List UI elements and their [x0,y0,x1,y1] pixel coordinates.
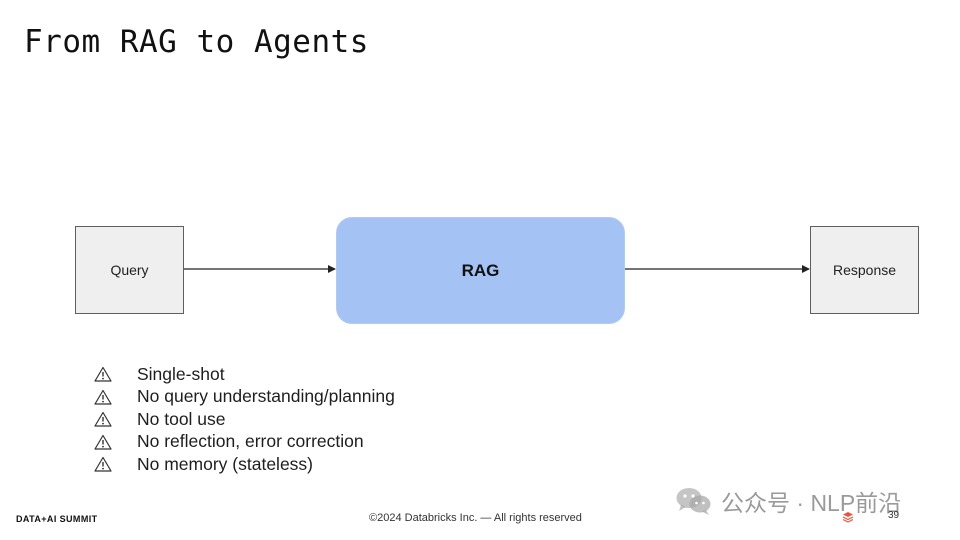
databricks-logo-icon [842,512,854,523]
response-node-label: Response [832,262,897,278]
limitation-text: Single-shot [137,363,225,384]
footer-brand-logo: DATA+AI SUMMIT [16,514,98,524]
response-node: Response [810,226,919,314]
rag-node: RAG [336,217,625,324]
limitation-text: No query understanding/planning [137,386,395,407]
warning-icon [94,412,112,427]
watermark-text: 公众号 · NLP前沿 [721,490,902,516]
list-item: No memory (stateless) [94,453,395,476]
warning-icon [94,389,112,405]
list-item: No query understanding/planning [94,386,395,409]
limitation-text: No reflection, error correction [137,431,364,452]
list-item: Single-shot [94,363,395,386]
page-number: 39 [888,510,900,521]
warning-icon [94,434,112,450]
limitation-text: No tool use [137,408,226,429]
warning-icon [94,367,112,382]
limitation-text: No memory (stateless) [137,453,314,474]
rag-node-label: RAG [461,260,500,280]
list-item: No tool use [94,408,395,431]
watermark: 公众号 · NLP前沿 [675,484,901,518]
list-item: No reflection, error correction [94,431,395,454]
footer-copyright: ©2024 Databricks Inc. — All rights reser… [369,512,582,524]
wechat-icon [676,488,711,515]
query-node: Query [75,226,184,314]
warning-icon [94,457,112,472]
slide-title: From RAG to Agents [24,24,369,60]
query-node-label: Query [110,262,149,278]
limitations-list: Single-shot No query understanding/plann… [94,363,395,476]
